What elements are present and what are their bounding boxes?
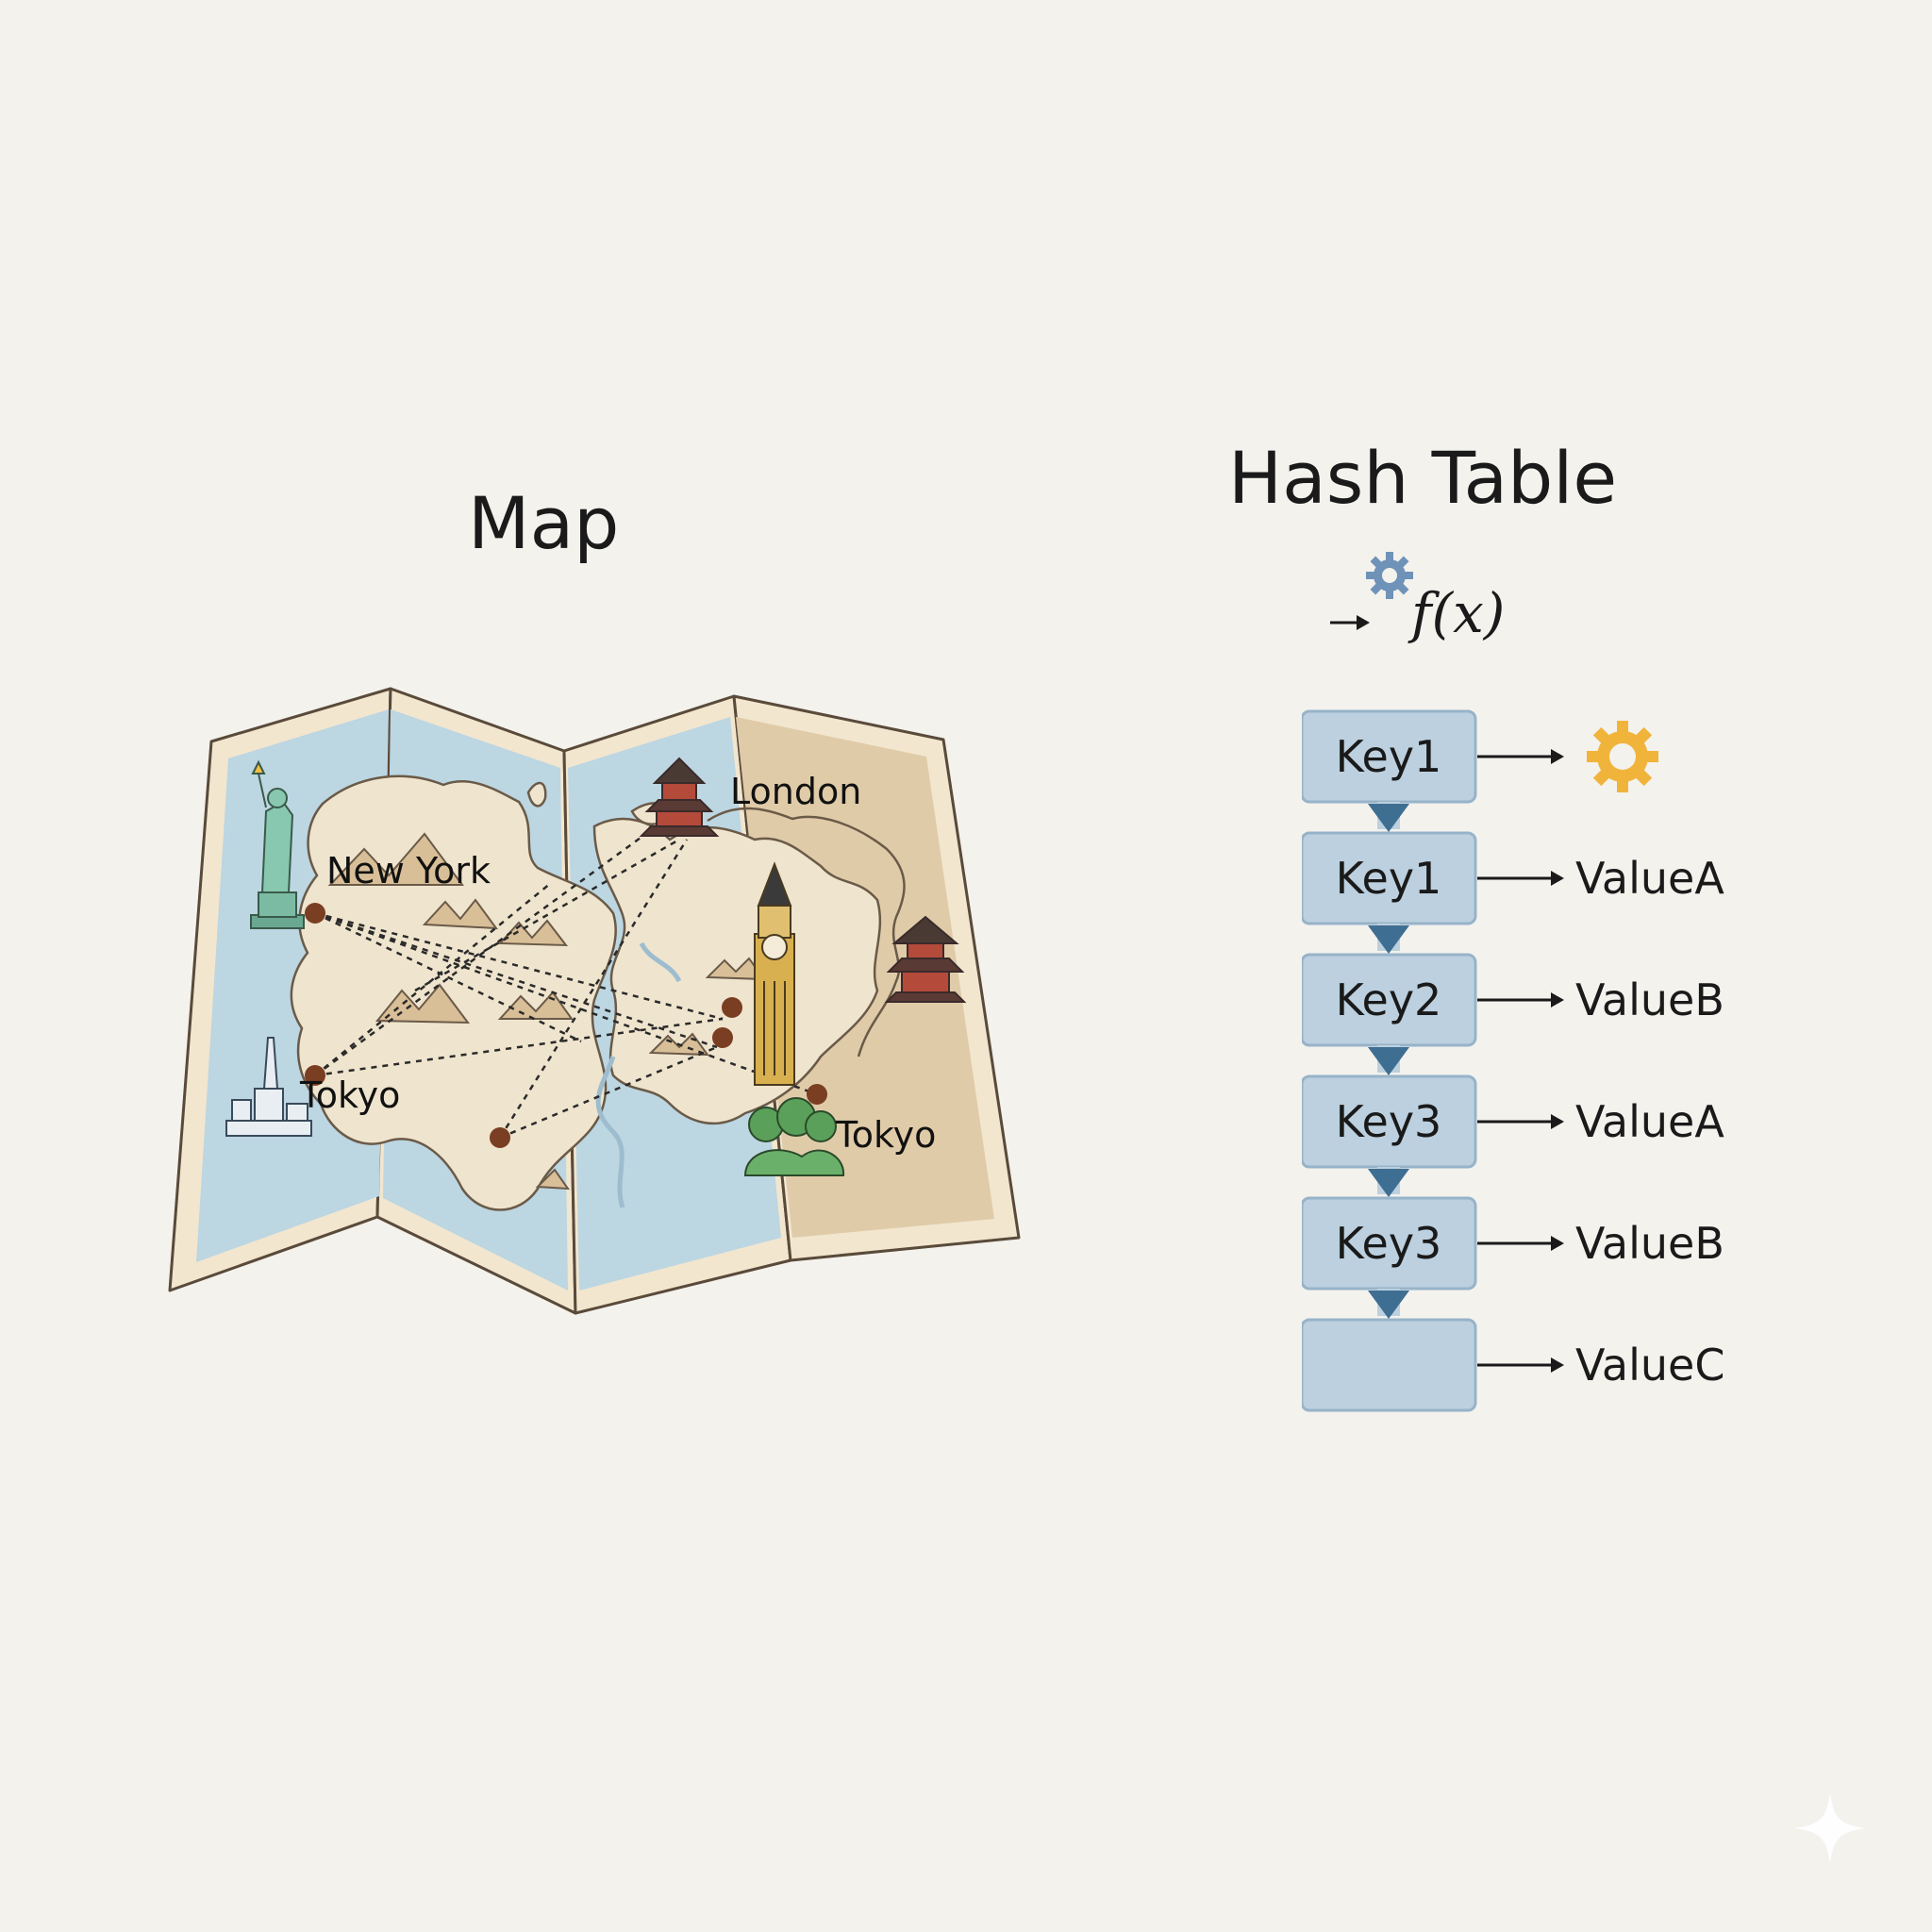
key-label: Key1: [1336, 853, 1442, 904]
value-arrow-head: [1551, 1114, 1564, 1129]
value-arrow-head: [1551, 1357, 1564, 1373]
hash-table-row: Key3 ValueB: [1302, 1196, 1724, 1319]
value-arrow-head: [1551, 749, 1564, 764]
hash-table-row: Key2 ValueB: [1302, 953, 1724, 1075]
map-routes: [314, 828, 818, 1140]
trees-icon: [743, 1097, 845, 1176]
hash-table-title: Hash Table: [1228, 436, 1618, 520]
city-label-tokyo-east: Tokyo: [835, 1114, 936, 1156]
map-title: Map: [468, 481, 620, 565]
value-arrow-head: [1551, 1236, 1564, 1251]
hash-function: f(x): [1330, 581, 1505, 645]
city-label-new-york: New York: [326, 850, 491, 891]
value-label: ValueB: [1575, 1218, 1724, 1269]
pagoda-icon-east: [884, 915, 967, 1003]
folded-map-illustration: New York London Tokyo Tokyo: [168, 687, 1021, 1315]
hash-table-row: Key3 ValueA: [1302, 1074, 1724, 1197]
hash-function-label: f(x): [1407, 581, 1505, 645]
value-label: ValueC: [1575, 1340, 1724, 1391]
obelisk-monument-icon: [225, 1037, 312, 1137]
gear-icon: [1366, 552, 1413, 599]
hash-table-row: Key1: [1302, 709, 1658, 832]
value-label: ValueA: [1575, 853, 1724, 904]
gear-icon: [1587, 721, 1658, 792]
statue-of-liberty-icon: [250, 759, 305, 929]
key-label: Key2: [1336, 974, 1442, 1025]
big-ben-icon: [754, 861, 795, 1086]
pagoda-icon-north: [639, 757, 720, 837]
key-box: [1302, 1318, 1477, 1412]
value-label: ValueB: [1575, 974, 1724, 1025]
value-arrow-head: [1551, 871, 1564, 886]
hash-table-row: ValueC: [1302, 1318, 1724, 1412]
map-rivers: [595, 941, 682, 1208]
chain-arrow-head: [1368, 925, 1409, 954]
sparkle-icon: [1794, 1792, 1866, 1864]
key-label: Key3: [1336, 1218, 1442, 1269]
value-label: ValueA: [1575, 1096, 1724, 1147]
city-label-tokyo-west: Tokyo: [299, 1074, 400, 1116]
map-mountains: [327, 832, 767, 1191]
chain-arrow-head: [1368, 804, 1409, 832]
chain-arrow-head: [1368, 1169, 1409, 1197]
map-city-dots: [305, 903, 827, 1148]
key-label: Key1: [1336, 731, 1442, 782]
hash-table-row: Key1 ValueA: [1302, 831, 1724, 954]
chain-arrow-head: [1368, 1291, 1409, 1319]
key-label: Key3: [1336, 1096, 1442, 1147]
city-label-london: London: [730, 771, 861, 812]
chain-arrow-head: [1368, 1047, 1409, 1075]
value-arrow-head: [1551, 992, 1564, 1008]
